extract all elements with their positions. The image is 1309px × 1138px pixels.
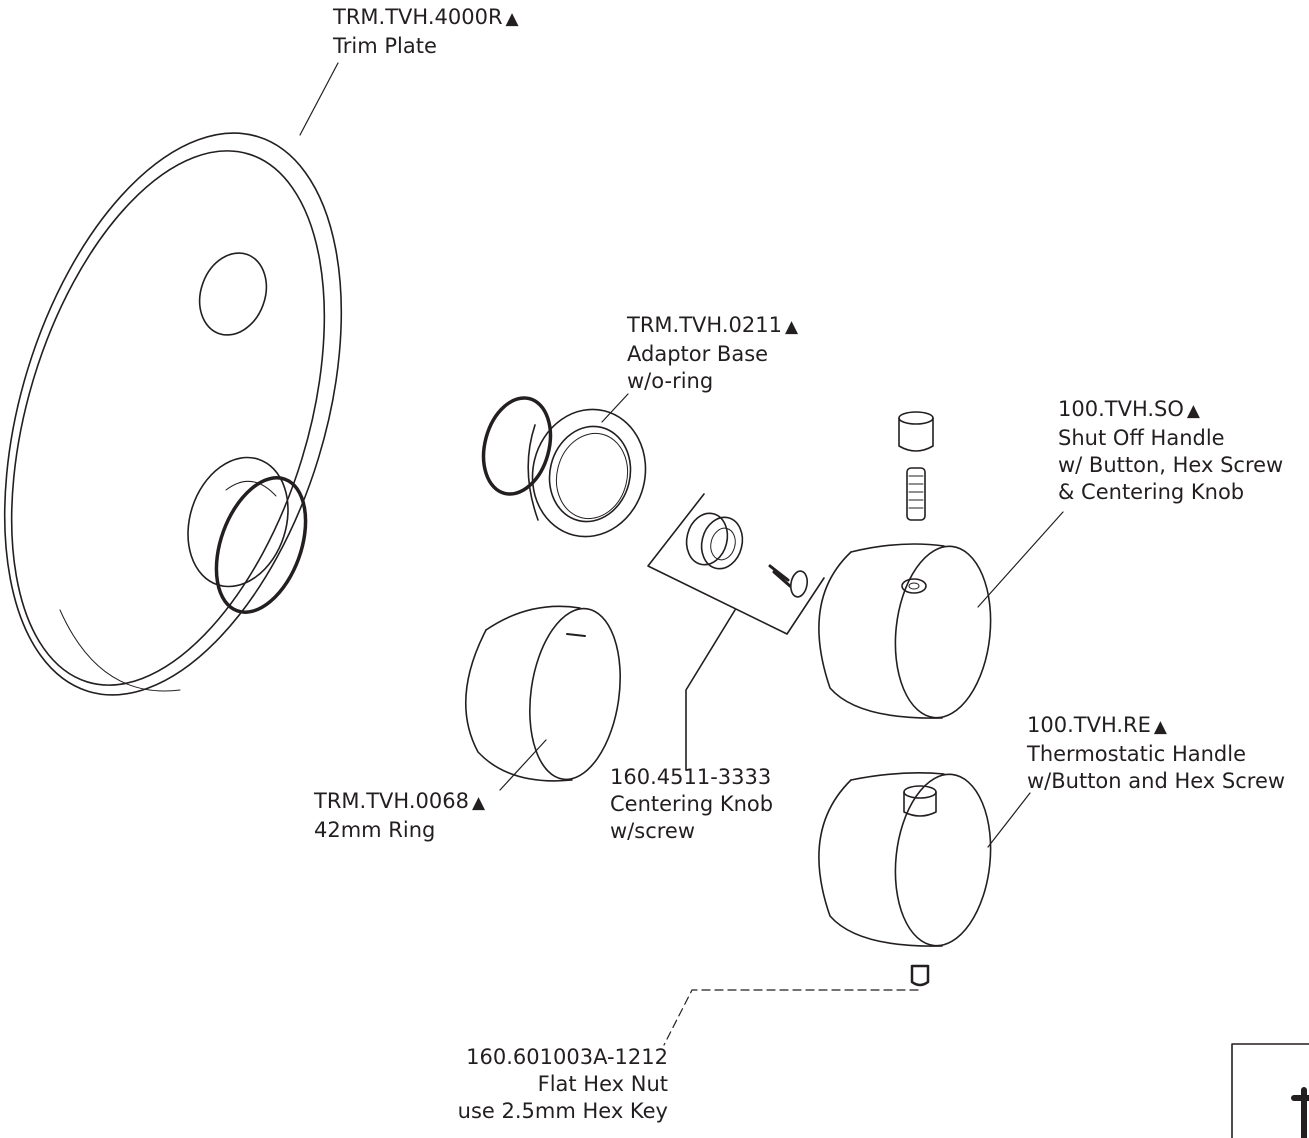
description-flat-hex-nut: Flat Hex Nut xyxy=(537,1072,668,1096)
part-number-adaptor-base: TRM.TVH.0211 xyxy=(627,313,782,337)
description-flat-hex-nut-2: use 2.5mm Hex Key xyxy=(457,1099,668,1123)
description-adaptor-base-2: w/o-ring xyxy=(627,369,714,393)
marker-trim-plate: ▲ xyxy=(505,9,519,29)
label-trim-plate: TRM.TVH.4000R▲ Trim Plate xyxy=(333,4,519,60)
leader-lines xyxy=(299,62,1064,1046)
ring-42mm-drawing xyxy=(464,605,621,782)
part-number-flat-hex-nut: 160.601003A-1212 xyxy=(466,1045,668,1069)
description-centering-knob-2: w/screw xyxy=(610,819,696,843)
description-thermostatic-handle: Thermostatic Handle xyxy=(1027,742,1247,766)
trim-plate-drawing xyxy=(3,132,343,696)
adaptor-o-ring-drawing xyxy=(481,396,553,496)
marker-adaptor-base: ▲ xyxy=(784,317,799,337)
marker-thermostatic-handle: ▲ xyxy=(1153,717,1167,737)
description-ring-42mm: 42mm Ring xyxy=(314,818,436,842)
part-number-centering-knob: 160.4511-3333 xyxy=(610,765,772,789)
centering-knob-drawing xyxy=(685,512,808,598)
shut-off-button-drawing xyxy=(898,411,934,521)
marker-shut-off-handle: ▲ xyxy=(1186,401,1200,421)
description-shut-off-handle-3: & Centering Knob xyxy=(1058,480,1245,504)
label-thermostatic-handle: 100.TVH.RE▲ Thermostatic Handle w/Button… xyxy=(1027,712,1285,795)
part-number-thermostatic-handle: 100.TVH.RE xyxy=(1027,713,1151,737)
thermostatic-handle-drawing xyxy=(818,772,992,987)
description-adaptor-base: Adaptor Base xyxy=(627,342,769,366)
centering-knob-bracket xyxy=(647,493,825,771)
title-block-fragment xyxy=(1231,1043,1309,1138)
label-flat-hex-nut: 160.601003A-1212 Flat Hex Nut use 2.5mm … xyxy=(458,1044,668,1125)
description-shut-off-handle: Shut Off Handle xyxy=(1058,426,1225,450)
marker-ring-42mm: ▲ xyxy=(471,793,486,813)
part-number-shut-off-handle: 100.TVH.SO xyxy=(1058,397,1184,421)
label-adaptor-base: TRM.TVH.0211▲ Adaptor Base w/o-ring xyxy=(627,312,798,395)
description-trim-plate: Trim Plate xyxy=(333,34,437,58)
adaptor-base-drawing xyxy=(527,408,647,538)
part-number-ring-42mm: TRM.TVH.0068 xyxy=(314,789,469,813)
label-shut-off-handle: 100.TVH.SO▲ Shut Off Handle w/ Button, H… xyxy=(1058,396,1283,506)
label-ring-42mm: TRM.TVH.0068▲ 42mm Ring xyxy=(314,788,485,844)
label-centering-knob: 160.4511-3333 Centering Knob w/screw xyxy=(610,764,773,845)
description-shut-off-handle-2: w/ Button, Hex Screw xyxy=(1058,453,1284,477)
description-centering-knob: Centering Knob xyxy=(610,792,774,816)
shut-off-handle-drawing xyxy=(818,543,992,719)
part-number-trim-plate: TRM.TVH.4000R xyxy=(333,5,503,29)
description-thermostatic-handle-2: w/Button and Hex Screw xyxy=(1027,769,1286,793)
